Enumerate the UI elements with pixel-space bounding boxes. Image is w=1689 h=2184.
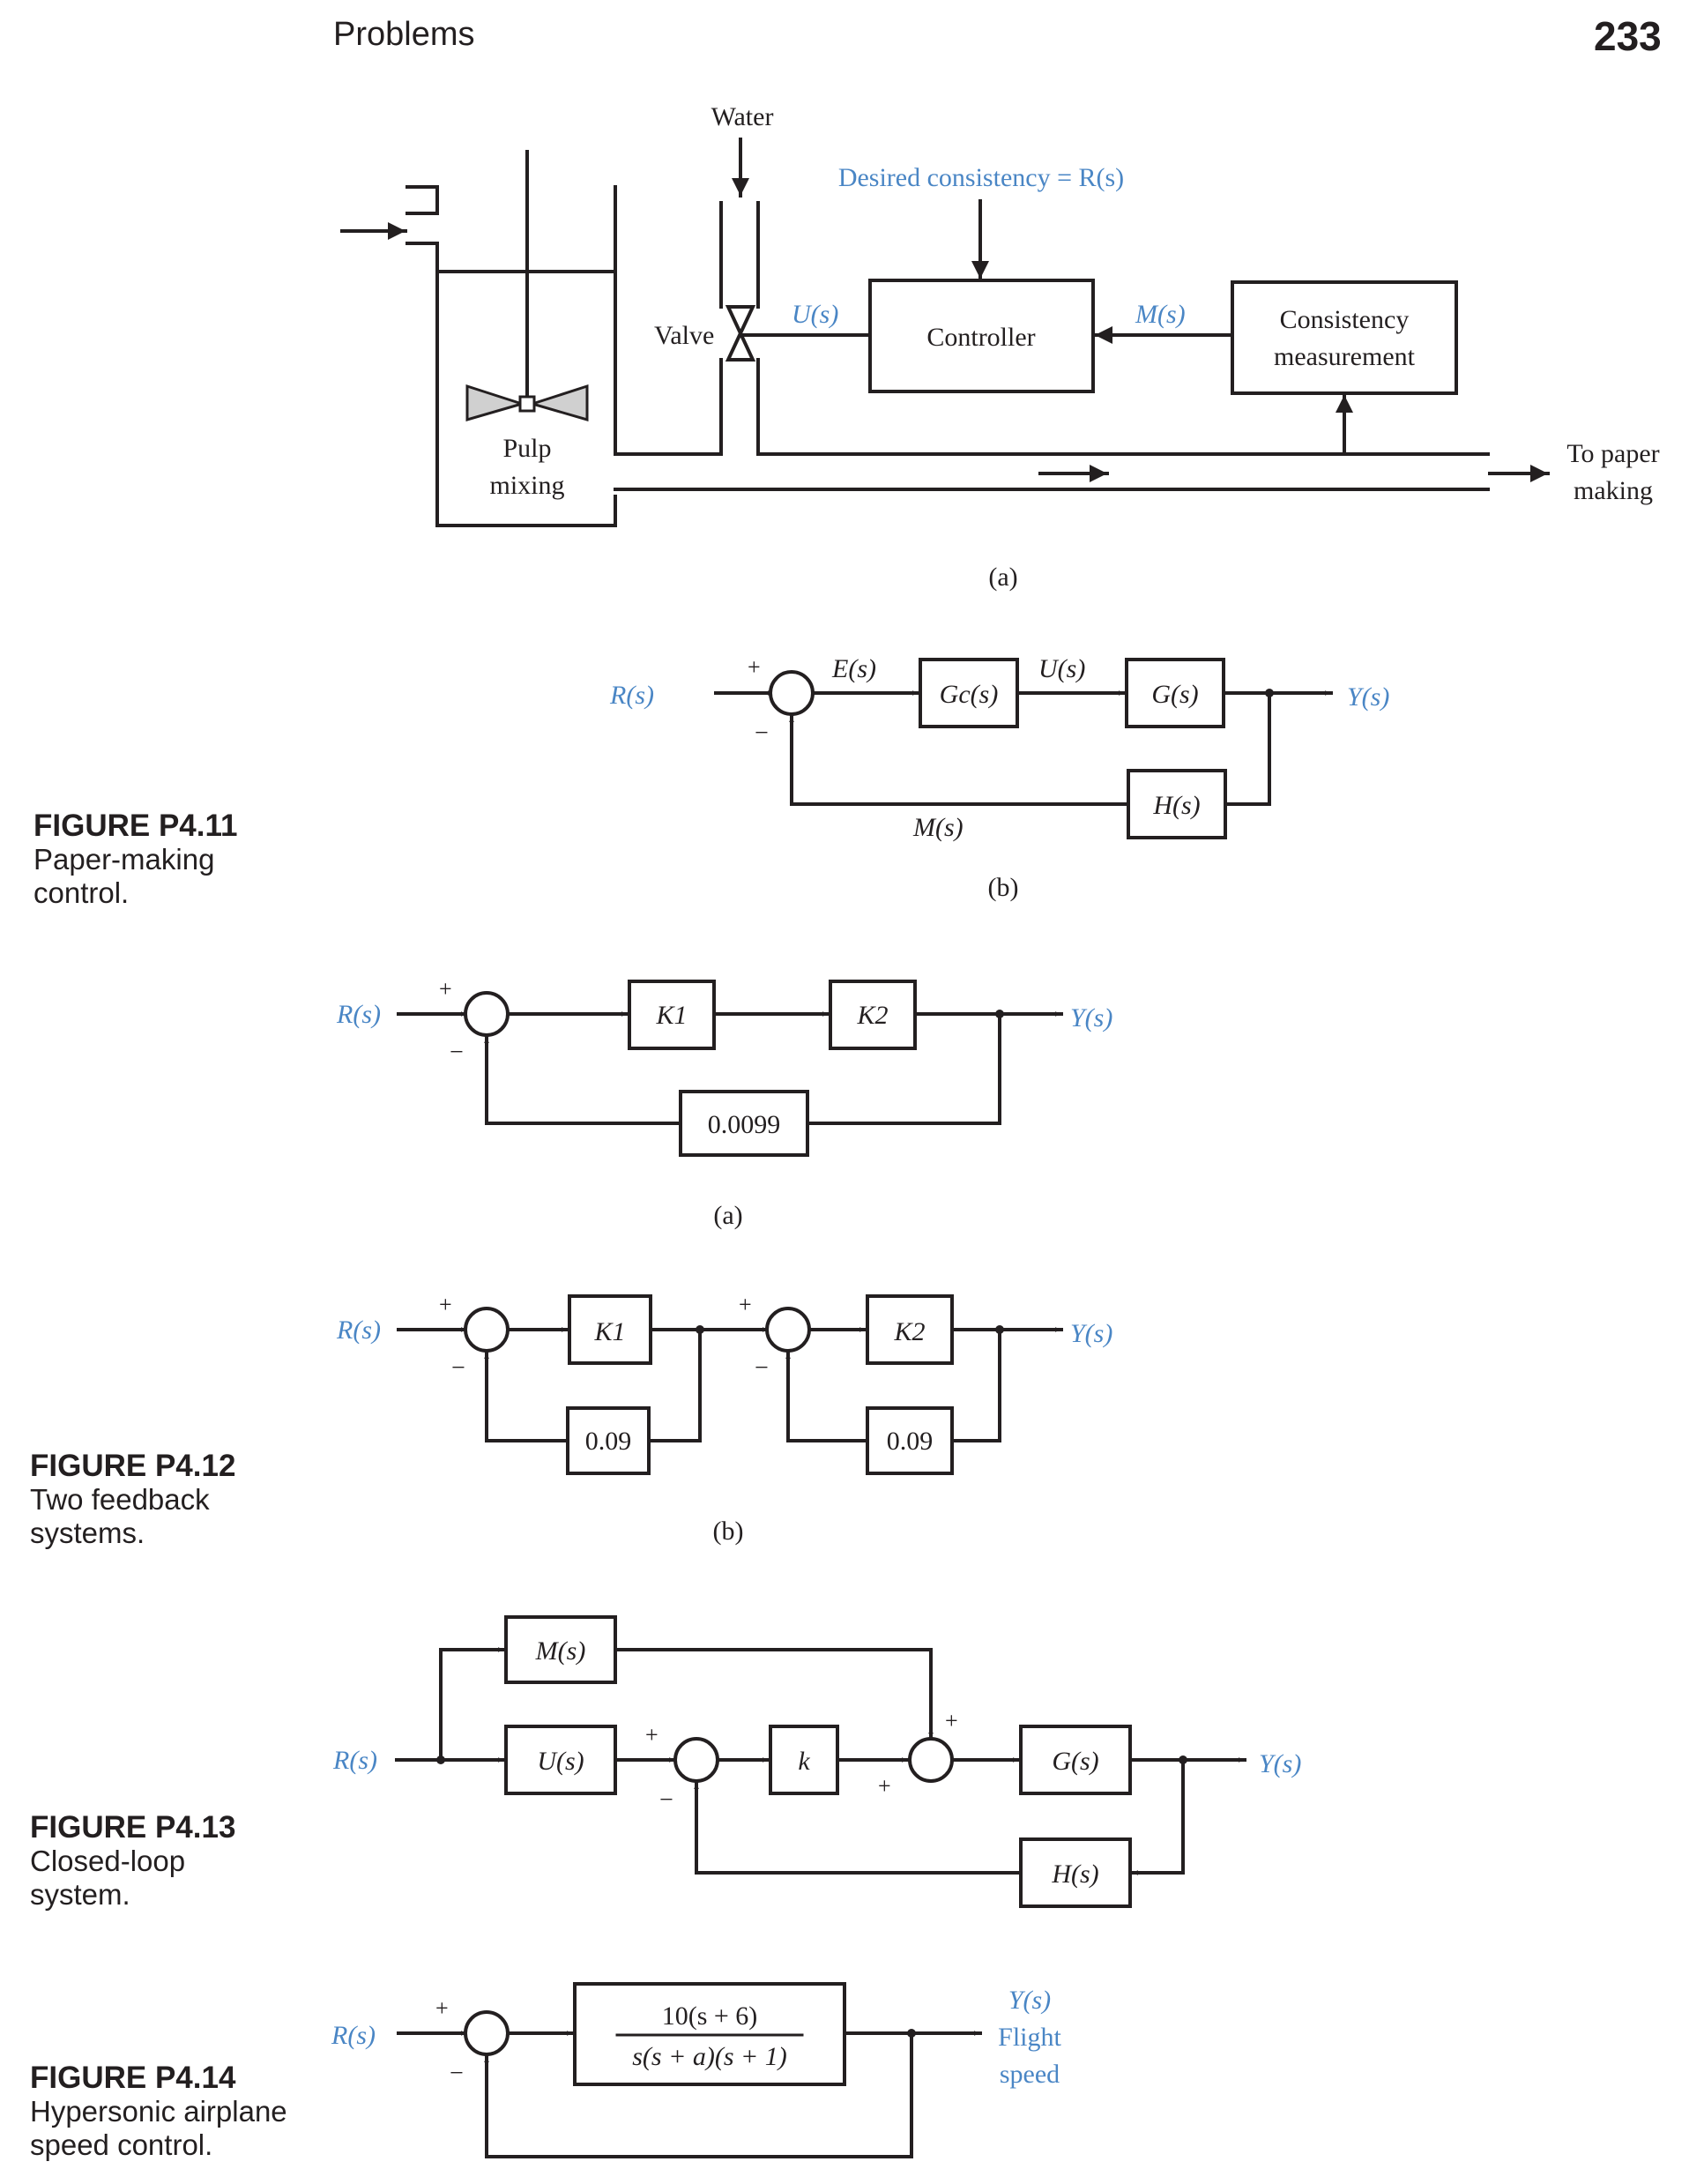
caption-line: Closed-loop: [30, 1845, 186, 1877]
e-signal-label: E(s): [831, 654, 876, 683]
feedback-gain-label: 0.0099: [708, 1110, 781, 1139]
feedback-gain-label-2: 0.09: [887, 1427, 934, 1456]
minus-sign: −: [659, 1786, 673, 1814]
r-label: R(s): [336, 1316, 381, 1345]
pulp-tank: [435, 242, 617, 527]
u-block-label: U(s): [537, 1747, 584, 1776]
minus-sign-2: −: [755, 1354, 769, 1382]
measurement-label: measurement: [1274, 342, 1416, 371]
consistency-measurement-block: [1231, 280, 1458, 395]
water-label: Water: [711, 102, 774, 131]
p414-block-diagram: [397, 1982, 982, 2158]
sublabel-a: (a): [988, 563, 1017, 592]
summing-junction: [769, 670, 815, 716]
figure-caption-p4-14: FIGURE P4.14 Hypersonic airplane speed c…: [30, 2061, 287, 2162]
controller-label: Controller: [926, 323, 1035, 352]
feedback-gain-label-1: 0.09: [585, 1427, 632, 1456]
caption-line: Paper-making: [33, 843, 215, 876]
sublabel-b: (b): [988, 873, 1019, 902]
mixing-label: mixing: [489, 471, 564, 500]
summing-junction-1: [673, 1737, 719, 1783]
p413-block-diagram: [395, 1615, 1246, 1908]
y-label: Y(s): [1070, 1319, 1112, 1348]
k1-label: K1: [593, 1317, 625, 1346]
minus-sign: −: [450, 1039, 464, 1066]
minus-sign: −: [450, 2060, 464, 2087]
impeller: [465, 384, 589, 421]
speed-label: speed: [1000, 2060, 1060, 2089]
valve-upper: [725, 305, 756, 338]
y-label: Y(s): [1008, 1986, 1051, 2015]
y-label: Y(s): [1070, 1003, 1112, 1032]
minus-sign-1: −: [451, 1354, 465, 1382]
summing-junction: [464, 2010, 510, 2056]
figure-caption-p4-13: FIGURE P4.13 Closed-loop system.: [30, 1811, 235, 1912]
caption-line: systems.: [30, 1517, 145, 1549]
p411b-block-diagram: [714, 658, 1333, 839]
figure-number: FIGURE P4.14: [30, 2061, 236, 2095]
consistency-label: Consistency: [1280, 305, 1410, 334]
g-block-label: G(s): [1151, 680, 1198, 709]
caption-line: Hypersonic airplane: [30, 2095, 287, 2128]
figure-number: FIGURE P4.12: [30, 1449, 236, 1483]
k-block-label: k: [798, 1747, 810, 1776]
summing-junction-1: [464, 1307, 510, 1353]
figure-number: FIGURE P4.11: [33, 809, 238, 843]
making-label: making: [1574, 476, 1653, 505]
page-number: 233: [1594, 13, 1662, 59]
running-header-section: Problems: [333, 16, 475, 53]
transfer-denominator: s(s + a)(s + 1): [632, 2042, 786, 2071]
figure-number: FIGURE P4.13: [30, 1810, 236, 1845]
summing-junction-2: [908, 1737, 954, 1783]
m-signal-label: M(s): [1135, 300, 1186, 329]
plus-sign: +: [439, 976, 452, 1002]
valve-label: Valve: [654, 321, 714, 350]
k1-label: K1: [655, 1001, 687, 1030]
minus-sign: −: [755, 719, 769, 747]
h-block-label: H(s): [1051, 1860, 1098, 1889]
plus-sign-2: +: [945, 1708, 958, 1733]
caption-line: Two feedback: [30, 1483, 210, 1516]
h-block-label: H(s): [1152, 791, 1200, 820]
p412a-block-diagram: [397, 980, 1063, 1157]
y-label: Y(s): [1347, 682, 1389, 712]
plus-sign-1: +: [439, 1292, 452, 1317]
r-label: R(s): [336, 1000, 381, 1029]
g-block-label: G(s): [1052, 1747, 1098, 1776]
transfer-numerator: 10(s + 6): [662, 2001, 758, 2031]
p411a-process-diagram: [340, 138, 1550, 527]
m-signal-label: M(s): [912, 813, 964, 842]
u-signal-label: U(s): [792, 300, 838, 329]
k2-label: K2: [893, 1317, 925, 1346]
to-paper-label: To paper: [1566, 439, 1659, 468]
sublabel-a: (a): [713, 1201, 742, 1230]
summing-junction: [464, 991, 510, 1037]
caption-line: system.: [30, 1878, 130, 1911]
desired-consistency-label: Desired consistency = R(s): [838, 163, 1124, 192]
plus-sign-2: +: [739, 1292, 752, 1317]
figure-caption-p4-12: FIGURE P4.12 Two feedback systems.: [30, 1450, 235, 1550]
caption-line: speed control.: [30, 2128, 213, 2161]
sublabel-b: (b): [713, 1517, 744, 1546]
k2-label: K2: [856, 1001, 888, 1030]
flight-label: Flight: [998, 2023, 1061, 2052]
plus-sign: +: [748, 654, 761, 680]
summing-junction-2: [765, 1307, 811, 1353]
plus-sign: +: [435, 1995, 449, 2021]
figure-caption-p4-11: FIGURE P4.11 Paper-making control.: [33, 809, 237, 910]
y-label: Y(s): [1259, 1749, 1301, 1778]
r-label: R(s): [331, 2021, 376, 2050]
r-label: R(s): [332, 1746, 377, 1775]
u-signal-label: U(s): [1038, 654, 1085, 683]
m-block-label: M(s): [535, 1636, 586, 1666]
caption-line: control.: [33, 876, 130, 909]
valve-lower: [725, 329, 756, 362]
r-label: R(s): [609, 681, 654, 710]
pulp-label: Pulp: [502, 434, 551, 463]
gc-block-label: Gc(s): [940, 680, 999, 709]
p412b-block-diagram: [397, 1294, 1063, 1475]
plus-sign-3: +: [878, 1773, 891, 1799]
plus-sign-1: +: [645, 1722, 658, 1748]
